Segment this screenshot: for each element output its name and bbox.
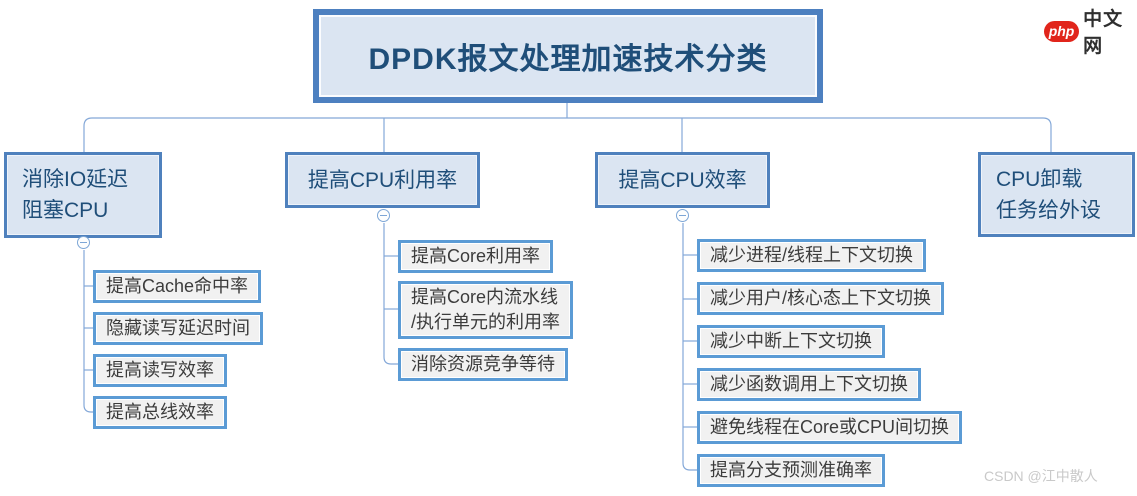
leaf-node[interactable]: 提高总线效率 (93, 396, 227, 429)
leaf-node[interactable]: 提高读写效率 (93, 354, 227, 387)
leaf-node[interactable]: 隐藏读写延迟时间 (93, 312, 263, 345)
connector-branch1-spine (83, 250, 93, 413)
leaf-node[interactable]: 避免线程在Core或CPU间切换 (697, 411, 963, 444)
php-logo-icon: php (1044, 20, 1080, 42)
site-logo: php 中文网 (1044, 4, 1137, 58)
root-node[interactable]: DPDK报文处理加速技术分类 (313, 9, 823, 103)
branch-node-cpu-offload[interactable]: CPU卸载 任务给外设 (978, 152, 1135, 237)
branch-node-label: 提高CPU利用率 (307, 168, 458, 192)
collapse-toggle-branch-3[interactable] (676, 209, 689, 222)
leaf-node[interactable]: 提高分支预测准确率 (697, 454, 885, 487)
branch-node-label: 提高CPU效率 (618, 168, 747, 192)
leaf-node[interactable]: 减少中断上下文切换 (697, 325, 885, 358)
leaf-node[interactable]: 消除资源竞争等待 (398, 348, 568, 381)
branch-node-io-latency[interactable]: 消除IO延迟 阻塞CPU (4, 152, 162, 238)
connector-branch2-spine (383, 223, 398, 365)
branch-node-label: 消除IO延迟 阻塞CPU (22, 168, 129, 222)
branch-node-cpu-utilization[interactable]: 提高CPU利用率 (285, 152, 480, 208)
collapse-toggle-branch-2[interactable] (377, 209, 390, 222)
leaf-node[interactable]: 减少用户/核心态上下文切换 (697, 282, 944, 315)
branch-node-label: CPU卸载 任务给外设 (996, 167, 1101, 222)
connector-top-rail (83, 117, 1052, 152)
connector-branch3-spine (682, 223, 697, 471)
branch-node-cpu-efficiency[interactable]: 提高CPU效率 (595, 152, 770, 208)
leaf-node[interactable]: 提高Cache命中率 (93, 270, 262, 303)
collapse-toggle-branch-1[interactable] (77, 236, 90, 249)
root-node-label: DPDK报文处理加速技术分类 (368, 43, 768, 76)
leaf-node[interactable]: 减少进程/线程上下文切换 (697, 239, 926, 272)
minus-icon (80, 241, 87, 244)
leaf-node[interactable]: 提高Core利用率 (398, 240, 554, 273)
minus-icon (380, 214, 387, 217)
leaf-node[interactable]: 减少函数调用上下文切换 (697, 368, 921, 401)
minus-icon (679, 214, 686, 217)
site-logo-text: 中文网 (1083, 9, 1124, 57)
csdn-watermark: CSDN @江中散人 (984, 468, 1098, 484)
leaf-node[interactable]: 提高Core内流水线 /执行单元的利用率 (398, 281, 574, 339)
